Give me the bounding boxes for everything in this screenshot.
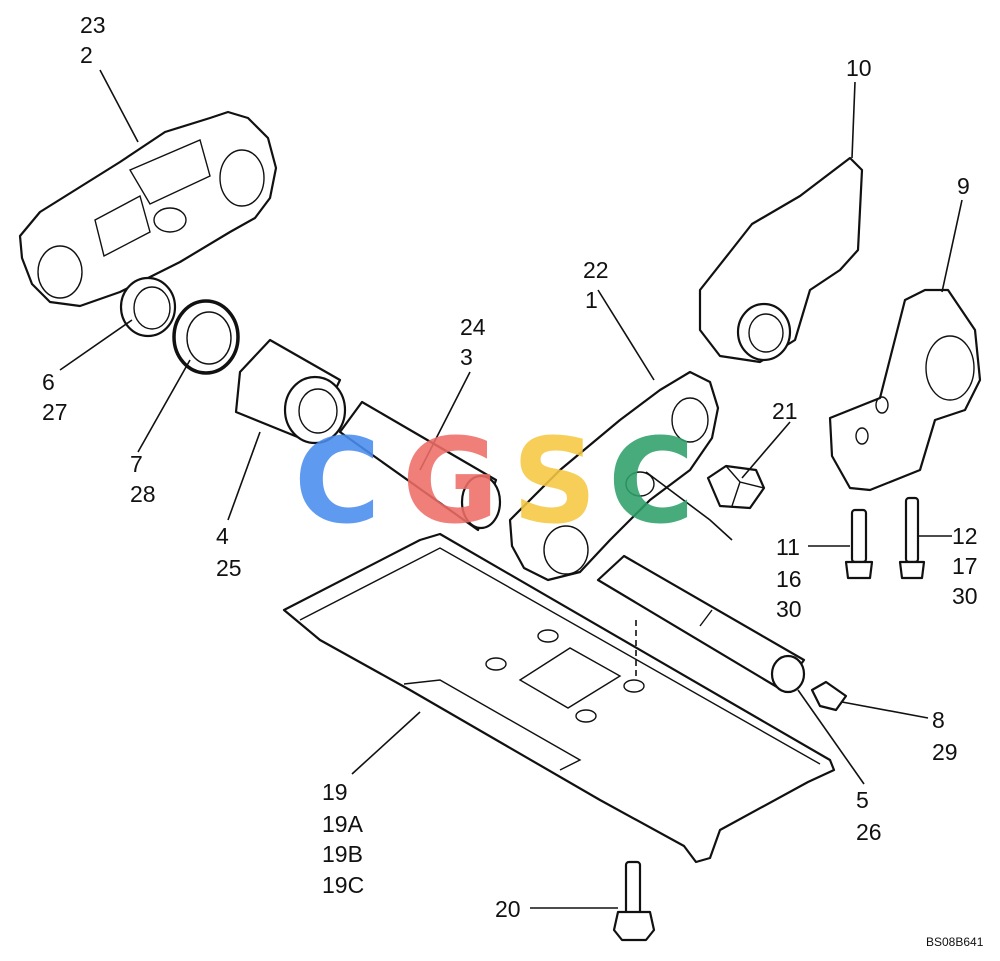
- callout-19b: 19B: [322, 841, 363, 867]
- shoe-bolt: [612, 860, 656, 942]
- callout-11: 11: [776, 534, 800, 560]
- callout-16: 16: [776, 566, 802, 592]
- hex-nut: [706, 464, 766, 510]
- callout-19: 19: [322, 779, 348, 805]
- callout-30b: 30: [952, 583, 978, 609]
- track-link-inner: [508, 370, 720, 582]
- track-shoe: [282, 532, 836, 864]
- callout-17: 17: [952, 553, 978, 579]
- callout-20: 20: [495, 896, 521, 922]
- callout-23: 23: [80, 12, 106, 38]
- seal-rubber: [172, 299, 240, 375]
- watermark-letter-s: S: [512, 412, 597, 550]
- callout-6: 6: [42, 369, 55, 395]
- callout-2: 2: [80, 42, 93, 68]
- callout-19c: 19C: [322, 872, 364, 898]
- leader-lines: [59, 69, 963, 909]
- callout-26: 26: [856, 819, 882, 845]
- master-pin: [596, 554, 806, 694]
- seal-ring: [119, 276, 177, 338]
- callout-7: 7: [130, 451, 143, 477]
- track-pin: [338, 400, 502, 532]
- callout-29: 29: [932, 739, 958, 765]
- callout-22: 22: [583, 257, 609, 283]
- pin-plug: [810, 680, 848, 712]
- bolt-short: [844, 508, 874, 580]
- reference-code: BS08B641: [926, 935, 984, 949]
- master-link-lower: [828, 288, 982, 492]
- track-link-outer: [18, 110, 278, 308]
- watermark-letter-c1: C: [294, 412, 381, 550]
- watermark-letter-g: G: [402, 412, 499, 550]
- callout-28: 28: [130, 481, 156, 507]
- callout-3: 3: [460, 344, 473, 370]
- master-link-upper: [698, 156, 864, 364]
- callout-1: 1: [585, 287, 598, 313]
- bolt-long: [898, 496, 926, 580]
- callout-30a: 30: [776, 596, 802, 622]
- callout-19a: 19A: [322, 811, 364, 837]
- callout-9: 9: [957, 173, 970, 199]
- callout-8: 8: [932, 707, 945, 733]
- callout-10: 10: [846, 55, 872, 81]
- callout-4: 4: [216, 523, 229, 549]
- callout-12: 12: [952, 523, 978, 549]
- callout-24: 24: [460, 314, 486, 340]
- callout-5: 5: [856, 787, 869, 813]
- callout-27: 27: [42, 399, 68, 425]
- callout-25: 25: [216, 555, 242, 581]
- callout-21: 21: [772, 398, 798, 424]
- watermark: C G S C: [294, 412, 695, 550]
- watermark-letter-c2: C: [608, 412, 695, 550]
- bushing: [234, 338, 347, 445]
- callout-labels: 23 2 10 9 22 1 24 3 21 6 27 7 28 4 25 11…: [42, 12, 984, 949]
